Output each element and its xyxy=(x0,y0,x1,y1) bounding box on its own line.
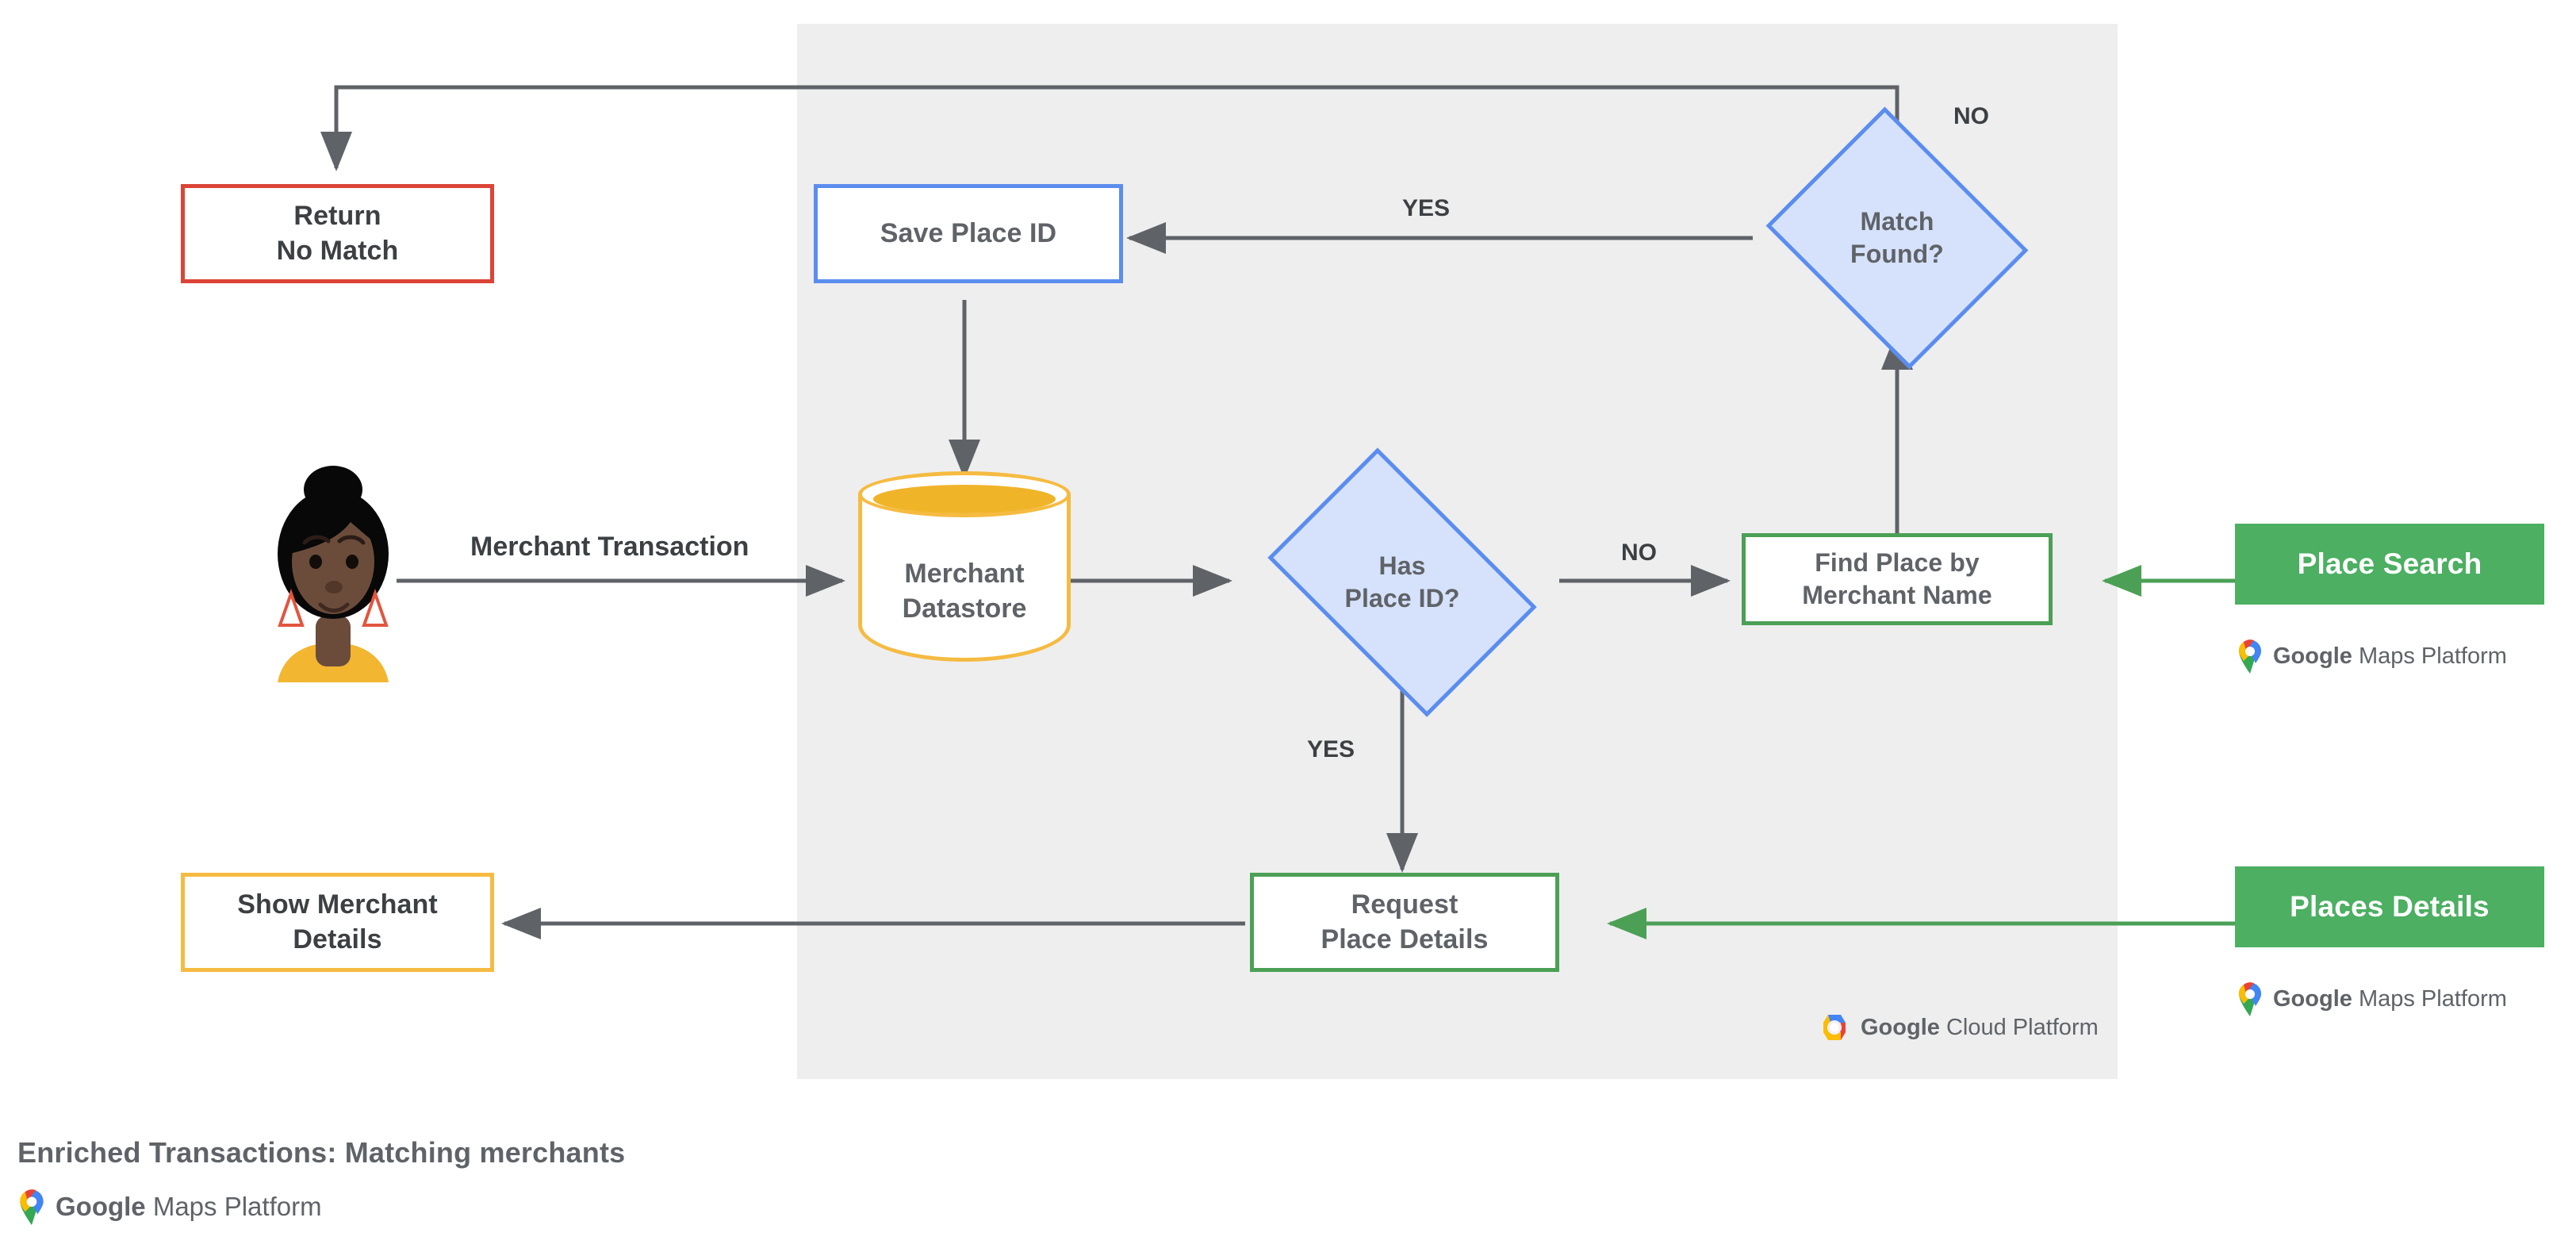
google-maps-pin-icon xyxy=(2238,982,2262,1016)
chip-places-details[interactable]: Places Details xyxy=(2235,866,2544,947)
cylinder-top-rim xyxy=(858,471,1071,517)
maps-platform-lockup-place-search: Google Maps Platform xyxy=(2237,639,2507,674)
node-find-place-label: Find Place by Merchant Name xyxy=(1802,548,1992,609)
edge-label-has-place-id-no: NO xyxy=(1621,540,1657,566)
google-cloud-hexagon-icon xyxy=(1823,1015,1846,1040)
node-request-place-details[interactable]: Request Place Details xyxy=(1250,873,1559,972)
node-has-place-id-label: Has Place ID? xyxy=(1344,551,1460,613)
node-request-place-details-label: Request Place Details xyxy=(1321,889,1489,954)
edge-label-match-found-yes: YES xyxy=(1402,195,1451,221)
maps-platform-lockup-text: Google Maps Platform xyxy=(2273,643,2507,669)
google-maps-pin-icon xyxy=(2238,639,2262,674)
chip-place-search-label: Place Search xyxy=(2297,547,2482,580)
node-return-no-match-label: Return No Match xyxy=(276,200,399,266)
cloud-platform-lockup: Google Cloud Platform xyxy=(1818,1012,2099,1043)
node-merchant-datastore-label: Merchant Datastore xyxy=(902,558,1027,624)
node-match-found-decision[interactable]: Match Found? xyxy=(1765,106,2029,370)
node-has-place-id-decision[interactable]: Has Place ID? xyxy=(1267,447,1537,717)
edge-label-has-place-id-yes: YES xyxy=(1307,736,1355,762)
cylinder-body xyxy=(858,494,1071,662)
node-save-place-id[interactable]: Save Place ID xyxy=(814,184,1123,283)
merchant-user-avatar xyxy=(278,466,389,682)
page-title: Enriched Transactions: Matching merchant… xyxy=(17,1136,626,1169)
maps-platform-lockup-text: Google Maps Platform xyxy=(2273,985,2507,1012)
maps-platform-lockup-footer: Google Maps Platform xyxy=(17,1189,322,1225)
google-maps-pin-icon xyxy=(20,1189,44,1225)
cylinder-top-fill xyxy=(873,485,1056,513)
cloud-platform-lockup-text: Google Cloud Platform xyxy=(1861,1014,2099,1040)
node-find-place-by-merchant-name[interactable]: Find Place by Merchant Name xyxy=(1742,533,2053,625)
edge-label-match-found-no: NO xyxy=(1953,103,1989,129)
node-match-found-label: Match Found? xyxy=(1850,207,1944,268)
edge-label-merchant-transaction: Merchant Transaction xyxy=(470,532,749,562)
maps-platform-lockup-text: Google Maps Platform xyxy=(56,1192,322,1221)
node-return-no-match[interactable]: Return No Match xyxy=(181,184,494,283)
node-save-place-id-label: Save Place ID xyxy=(880,217,1057,248)
maps-platform-lockup-places-details: Google Maps Platform xyxy=(2237,981,2507,1016)
chip-places-details-label: Places Details xyxy=(2290,890,2490,923)
node-show-merchant-details[interactable]: Show Merchant Details xyxy=(181,873,494,972)
node-show-merchant-details-label: Show Merchant Details xyxy=(237,889,438,954)
chip-place-search[interactable]: Place Search xyxy=(2235,524,2544,605)
node-merchant-datastore[interactable]: Merchant Datastore xyxy=(858,471,1071,662)
